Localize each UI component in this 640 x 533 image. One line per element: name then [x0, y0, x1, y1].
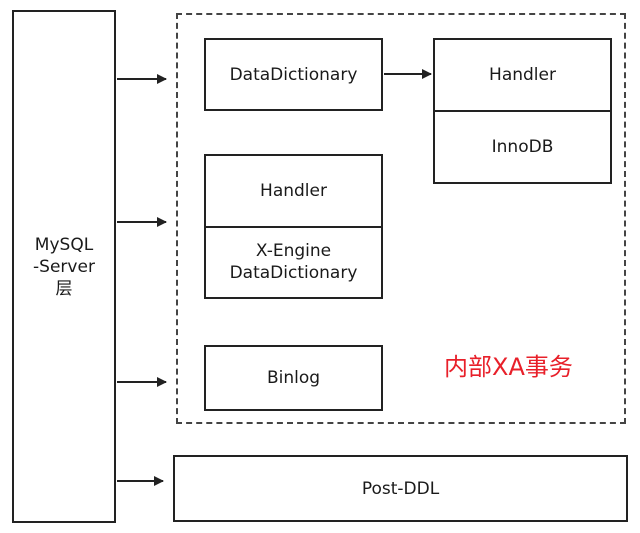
innodb-label: InnoDB [491, 137, 554, 157]
xengine-handler-stack: Handler X-Engine DataDictionary [204, 154, 383, 299]
internal-xa-label: 内部XA事务 [444, 353, 573, 381]
data-dictionary-box: DataDictionary [204, 38, 383, 111]
xengine-handler-cell: Handler [206, 156, 381, 226]
post-ddl-box: Post-DDL [173, 455, 628, 522]
mysql-server-layer-box: MySQL -Server 层 [12, 10, 116, 523]
innodb-handler-cell: Handler [435, 40, 610, 110]
internal-xa-region [176, 13, 626, 424]
innodb-handler-label: Handler [489, 65, 556, 85]
innodb-handler-stack: Handler InnoDB [433, 38, 612, 184]
xengine-handler-label: Handler [260, 180, 327, 201]
binlog-label: Binlog [266, 368, 321, 388]
xengine-datadictionary-label: X-Engine DataDictionary [229, 241, 358, 284]
mysql-server-layer-label: MySQL -Server 层 [33, 234, 95, 299]
binlog-box: Binlog [204, 345, 383, 411]
xengine-datadictionary-cell: X-Engine DataDictionary [206, 225, 381, 298]
data-dictionary-label: DataDictionary [229, 64, 358, 85]
innodb-cell: InnoDB [435, 110, 610, 182]
post-ddl-label: Post-DDL [361, 478, 440, 499]
